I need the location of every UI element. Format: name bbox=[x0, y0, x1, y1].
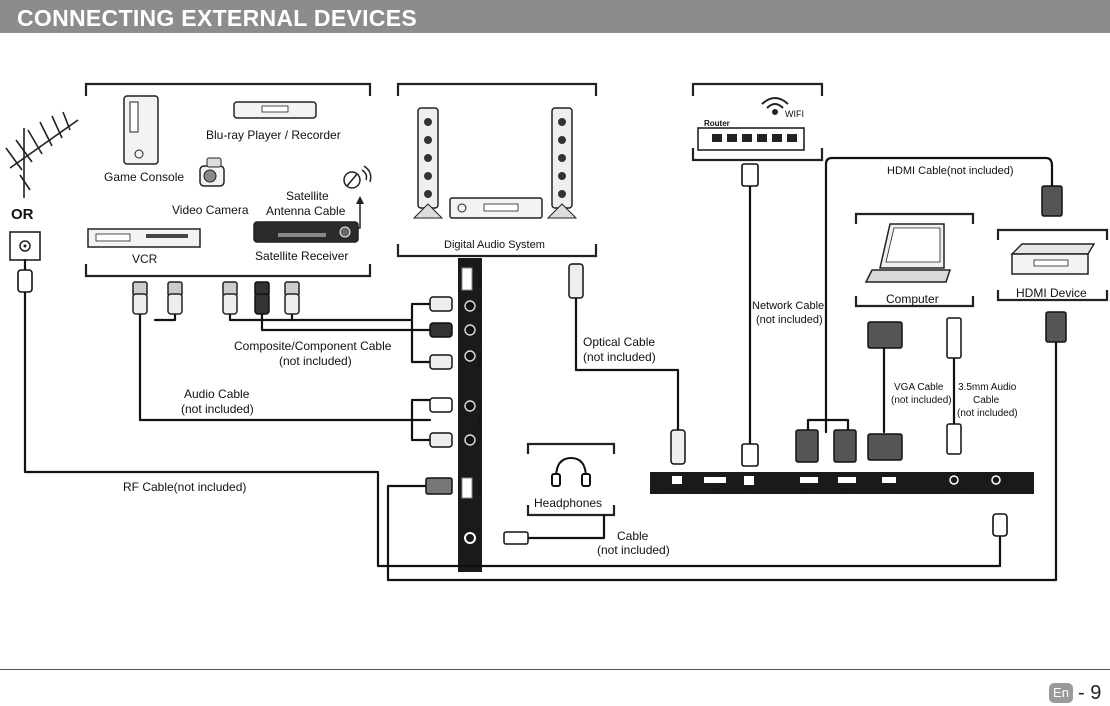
router-bracket bbox=[691, 82, 824, 162]
hdmi-device-label: HDMI Device bbox=[1016, 286, 1087, 300]
vcr-icon bbox=[87, 228, 201, 248]
side-port-l: L bbox=[476, 436, 482, 439]
bluray-player-icon bbox=[233, 101, 317, 119]
hp-cable-label-1: Cable bbox=[617, 529, 649, 543]
satellite-receiver-icon bbox=[253, 221, 359, 243]
bottom-port-lan: LAN bbox=[745, 487, 754, 492]
side-port-usb-bottom: USB bbox=[476, 482, 482, 493]
page-number: - 9 bbox=[1078, 682, 1102, 704]
bottom-port-rf-in: RF IN bbox=[990, 487, 1002, 492]
router-icon bbox=[697, 127, 805, 151]
satellite-arrow-icon bbox=[356, 196, 364, 204]
bluray-label: Blu-ray Player / Recorder bbox=[206, 128, 341, 142]
hdmi-cable-join bbox=[806, 418, 850, 434]
hdmi-cable-top bbox=[824, 156, 1054, 434]
side-port-video: VIDEO bbox=[476, 352, 482, 368]
optical-cable bbox=[574, 296, 680, 432]
hdmi-device-bracket bbox=[996, 228, 1109, 302]
antenna-icon bbox=[5, 111, 79, 198]
coax-wall-jack-icon bbox=[9, 231, 41, 261]
computer-label: Computer bbox=[886, 292, 939, 306]
side-port-usb-top: USB bbox=[476, 278, 482, 289]
headphones-bracket bbox=[526, 442, 616, 517]
video-camera-label: Video Camera bbox=[172, 203, 249, 217]
rca-plugs-receiver-icon bbox=[222, 281, 300, 315]
audio-cable-label-1: Audio Cable bbox=[184, 387, 250, 401]
game-console-icon bbox=[123, 95, 159, 165]
bottom-port-vga: VGA bbox=[884, 487, 894, 492]
bottom-port-hdmi2: HDMI2 bbox=[838, 487, 852, 492]
headphones-icon bbox=[551, 456, 591, 487]
headphone-cable bbox=[526, 513, 606, 540]
bottom-port-optical: OPTICAL bbox=[668, 487, 688, 492]
rf-plug-icon bbox=[17, 269, 33, 293]
rf-plug-tv-icon bbox=[992, 513, 1008, 537]
side-port-audio: AUDIO bbox=[476, 414, 482, 430]
tv-bottom-panel bbox=[650, 472, 1034, 494]
jack-plugs-icon bbox=[503, 317, 962, 545]
mm-cable-label-3: (not included) bbox=[957, 408, 1018, 419]
side-port-y: Y bbox=[476, 340, 482, 344]
rf-cable bbox=[23, 290, 1002, 568]
audio-system-bracket bbox=[396, 82, 598, 258]
mm-cable-label-2: Cable bbox=[973, 395, 1000, 406]
bottom-port-hdmi1: HDMI1 bbox=[800, 487, 814, 492]
computer-bracket bbox=[854, 212, 975, 308]
component-cable-2 bbox=[260, 310, 432, 332]
side-port-pr: Pr bbox=[476, 302, 482, 307]
bottom-port-labels: OPTICAL USB LAN HDMI1 HDMI2 VGA PC AUDIO… bbox=[668, 487, 1002, 492]
satellite-antenna-label-2: Antenna Cable bbox=[266, 204, 346, 218]
mm-cable-label-1: 3.5mm Audio bbox=[958, 382, 1017, 393]
component-cable-label-1: Composite/Component Cable bbox=[234, 339, 392, 353]
hdmi-device-icon bbox=[1010, 243, 1096, 275]
optical-cable-label-1: Optical Cable bbox=[583, 335, 655, 349]
audio-cable-label-2: (not included) bbox=[181, 402, 254, 416]
audio-cable-l bbox=[138, 310, 432, 422]
optical-plug-icon bbox=[568, 263, 686, 465]
network-cable-label-2: (not included) bbox=[756, 314, 823, 326]
rca-plugs-side-icon bbox=[425, 296, 453, 495]
optical-cable-label-2: (not included) bbox=[583, 350, 656, 364]
rf-cable-label: RF Cable(not included) bbox=[123, 480, 246, 494]
vga-plugs-icon bbox=[867, 321, 903, 461]
side-port-pb: Pb bbox=[476, 326, 482, 332]
headphones-label: Headphones bbox=[534, 496, 602, 510]
hdmi-cable-device bbox=[386, 338, 1058, 582]
hdmi-cable-label: HDMI Cable(not included) bbox=[887, 165, 1014, 177]
bottom-port-usb: USB bbox=[710, 487, 719, 492]
satellite-receiver-label: Satellite Receiver bbox=[255, 249, 348, 263]
hp-cable-label-2: (not included) bbox=[597, 543, 670, 557]
lan-plug-icon bbox=[741, 163, 759, 467]
tv-side-panel bbox=[458, 258, 482, 572]
satellite-antenna-label-1: Satellite bbox=[286, 189, 329, 203]
vcr-label: VCR bbox=[132, 252, 158, 266]
satellite-dish-icon bbox=[343, 165, 372, 189]
hdmi-plugs-icon bbox=[795, 185, 1067, 463]
or-label: OR bbox=[11, 206, 34, 223]
right-speaker-icon bbox=[546, 107, 578, 219]
left-speaker-icon bbox=[412, 107, 444, 219]
component-cable-label-2: (not included) bbox=[279, 354, 352, 368]
av-devices-bracket bbox=[84, 82, 372, 278]
video-camera-icon bbox=[199, 157, 225, 187]
rca-plugs-vcr-icon bbox=[132, 281, 183, 315]
footer-divider bbox=[0, 669, 1110, 670]
side-port-labels: USB Pr Pb Y VIDEO R AUDIO L USB bbox=[476, 278, 482, 493]
side-port-r: R bbox=[476, 400, 482, 404]
digital-audio-system-label: Digital Audio System bbox=[444, 239, 545, 251]
language-badge: En bbox=[1049, 683, 1073, 703]
vga-cable-label-2: (not included) bbox=[891, 395, 952, 406]
game-console-label: Game Console bbox=[104, 170, 184, 184]
network-cable-label-1: Network Cable bbox=[752, 300, 824, 312]
audio-receiver-icon bbox=[449, 197, 543, 219]
wifi-label: WIFI bbox=[785, 109, 804, 119]
laptop-icon bbox=[864, 223, 952, 283]
page-title: CONNECTING EXTERNAL DEVICES bbox=[17, 5, 417, 31]
wifi-icon bbox=[761, 97, 789, 115]
header-bar: CONNECTING EXTERNAL DEVICES bbox=[0, 0, 1110, 33]
bottom-port-pc-audio: PC AUDIO bbox=[944, 487, 966, 492]
vga-cable-label-1: VGA Cable bbox=[894, 382, 944, 393]
router-label: Router bbox=[704, 119, 730, 128]
